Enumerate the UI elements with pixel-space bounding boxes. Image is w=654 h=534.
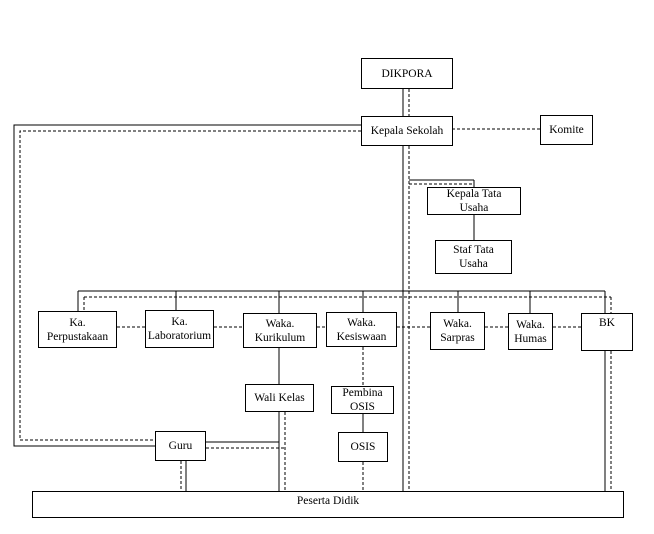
box-ka-laboratorium-line2: Laboratorium [147,330,212,342]
box-pembina-osis: Pembina OSIS [331,386,394,414]
box-ka-perpustakaan-line2: Perpustakaan [46,330,109,343]
box-kepala-sekolah: Kepala Sekolah [361,116,453,146]
box-waka-kesiswaan: Waka. Kesiswaan [326,312,397,347]
box-bk: BK [581,313,633,351]
box-guru-label: Guru [168,440,193,452]
box-kepala-sekolah-label: Kepala Sekolah [370,125,444,137]
box-waka-humas-line1: Waka. [516,318,545,331]
box-waka-kesiswaan-line2: Kesiswaan [336,330,387,343]
box-bk-label: BK [599,317,615,329]
box-kepala-tata-usaha: Kepala Tata Usaha [427,187,521,215]
box-waka-kurikulum: Waka. Kurikulum [243,313,317,348]
box-wali-kelas: Wali Kelas [245,384,314,412]
box-dikpora: DIKPORA [361,58,453,89]
box-staf-tata-usaha-line2: Usaha [459,258,488,270]
box-osis: OSIS [338,432,388,462]
box-staf-tata-usaha: Staf Tata Usaha [435,240,512,274]
box-pembina-osis-line2: OSIS [350,401,375,413]
box-peserta-didik-label: Peserta Didik [296,495,360,507]
box-waka-kurikulum-line1: Waka. [265,317,295,330]
box-osis-label: OSIS [350,441,376,453]
box-waka-sarpras-line1: Waka. [443,318,472,330]
box-guru: Guru [155,431,206,461]
box-staf-tata-usaha-line1: Staf Tata [453,244,494,256]
box-ka-perpustakaan: Ka. Perpustakaan [38,311,117,348]
box-waka-humas: Waka. Humas [508,313,553,350]
box-waka-sarpras: Waka. Sarpras [430,312,485,350]
box-pembina-osis-line1: Pembina [342,387,383,399]
box-ka-laboratorium: Ka. Laboratorium [145,310,214,348]
box-kepala-tata-usaha-line1: Kepala Tata [446,188,502,200]
box-dikpora-label: DIKPORA [381,67,433,80]
box-peserta-didik: Peserta Didik [32,491,624,518]
box-waka-sarpras-line2: Sarpras [440,332,475,344]
box-waka-kesiswaan-line1: Waka. [347,316,376,329]
box-komite-label: Komite [549,124,584,136]
box-ka-laboratorium-line1: Ka. [171,316,188,328]
box-komite: Komite [540,115,593,145]
box-waka-kurikulum-line2: Kurikulum [254,331,306,344]
box-wali-kelas-label: Wali Kelas [254,392,305,404]
box-kepala-tata-usaha-line2: Usaha [459,202,489,214]
box-ka-perpustakaan-line1: Ka. [69,316,86,329]
box-waka-humas-line2: Humas [514,332,547,345]
